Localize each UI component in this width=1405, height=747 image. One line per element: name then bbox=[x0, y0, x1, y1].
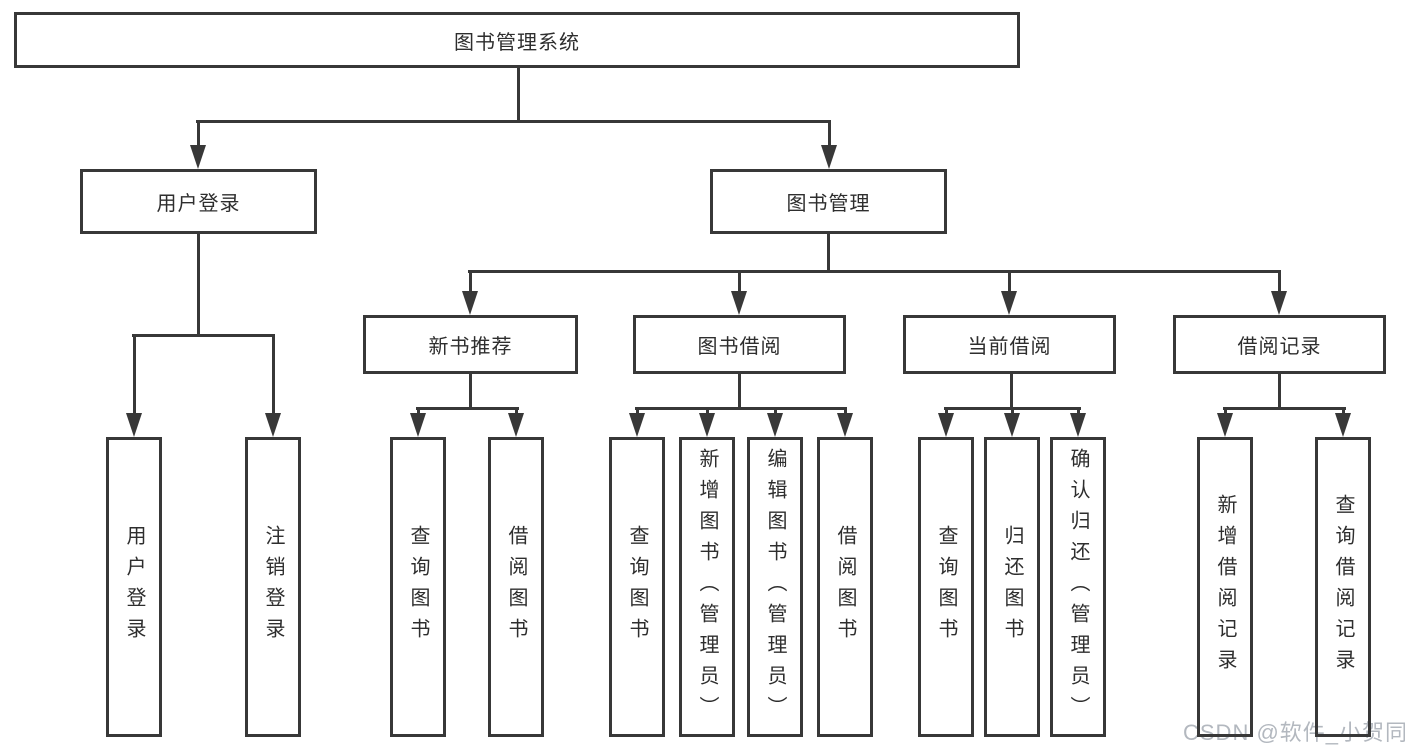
arrow-down-icon bbox=[821, 145, 837, 169]
node-label: 用户登录 bbox=[156, 193, 241, 215]
connector-book-borrowing-hline bbox=[635, 407, 847, 410]
leaf-label: 归还图书 bbox=[1001, 525, 1023, 649]
node-label: 借阅记录 bbox=[1237, 336, 1322, 358]
leaf-add-borrow-record: 新增借阅记录 bbox=[1197, 437, 1253, 737]
connector-to-new-book bbox=[469, 270, 472, 293]
connector-to-leaf bbox=[1224, 407, 1227, 416]
leaf-query-books: 查询图书 bbox=[390, 437, 446, 737]
connector-to-leaf bbox=[1011, 407, 1014, 416]
arrow-down-icon bbox=[462, 291, 478, 315]
connector-to-leaf bbox=[133, 334, 136, 416]
connector-borrowing-records-stem bbox=[1278, 372, 1281, 409]
node-book-management: 图书管理 bbox=[710, 169, 947, 234]
leaf-label: 用户登录 bbox=[123, 525, 145, 649]
node-label: 当前借阅 bbox=[967, 336, 1052, 358]
leaf-add-books-admin: 新增图书（管理员） bbox=[679, 437, 735, 737]
leaf-label: 借阅图书 bbox=[834, 525, 856, 649]
connector-new-book-hline bbox=[416, 407, 519, 410]
connector-to-book-borrowing bbox=[738, 270, 741, 293]
connector-to-borrowing-records bbox=[1278, 270, 1281, 293]
node-book-borrowing: 图书借阅 bbox=[633, 315, 846, 374]
connector-to-leaf bbox=[945, 407, 948, 416]
arrow-down-icon bbox=[1217, 413, 1233, 437]
arrow-down-icon bbox=[699, 413, 715, 437]
leaf-logout: 注销登录 bbox=[245, 437, 301, 737]
connector-book-borrowing-stem bbox=[738, 372, 741, 409]
arrow-down-icon bbox=[731, 291, 747, 315]
arrow-down-icon bbox=[1271, 291, 1287, 315]
leaf-label: 注销登录 bbox=[262, 525, 284, 649]
csdn-watermark: CSDN @软件_小贺同学 bbox=[1183, 720, 1405, 745]
arrow-down-icon bbox=[938, 413, 954, 437]
arrow-down-icon bbox=[837, 413, 853, 437]
leaf-label: 新增借阅记录 bbox=[1214, 494, 1236, 680]
arrow-down-icon bbox=[1070, 413, 1086, 437]
connector-user-login-hline bbox=[132, 334, 275, 337]
connector-to-current-borrowing bbox=[1008, 270, 1011, 293]
connector-to-book-management bbox=[828, 120, 831, 148]
leaf-label: 编辑图书（管理员） bbox=[764, 447, 786, 727]
connector-to-leaf bbox=[515, 407, 518, 416]
connector-level2-hline bbox=[468, 270, 1281, 273]
leaf-borrow-books: 借阅图书 bbox=[817, 437, 873, 737]
connector-to-leaf bbox=[1077, 407, 1080, 416]
node-label: 图书管理 bbox=[786, 193, 871, 215]
arrow-down-icon bbox=[410, 413, 426, 437]
connector-to-leaf bbox=[272, 334, 275, 416]
leaf-label: 查询图书 bbox=[626, 525, 648, 649]
leaf-query-books: 查询图书 bbox=[918, 437, 974, 737]
connector-level1-hline bbox=[196, 120, 831, 123]
leaf-label: 查询图书 bbox=[407, 525, 429, 649]
leaf-return-books: 归还图书 bbox=[984, 437, 1040, 737]
leaf-label: 新增图书（管理员） bbox=[696, 447, 718, 727]
connector-to-leaf bbox=[636, 407, 639, 416]
arrow-down-icon bbox=[629, 413, 645, 437]
connector-to-leaf bbox=[417, 407, 420, 416]
leaf-confirm-return-admin: 确认归还（管理员） bbox=[1050, 437, 1106, 737]
node-label: 图书管理系统 bbox=[454, 31, 580, 54]
arrow-down-icon bbox=[126, 413, 142, 437]
connector-to-leaf bbox=[706, 407, 709, 416]
connector-borrowing-records-hline bbox=[1223, 407, 1346, 410]
connector-root-stem bbox=[517, 66, 520, 122]
leaf-query-borrow-record: 查询借阅记录 bbox=[1315, 437, 1371, 737]
arrow-down-icon bbox=[1335, 413, 1351, 437]
node-borrowing-records: 借阅记录 bbox=[1173, 315, 1386, 374]
node-user-login: 用户登录 bbox=[80, 169, 317, 234]
connector-user-login-stem bbox=[197, 232, 200, 336]
node-new-book-recommendation: 新书推荐 bbox=[363, 315, 578, 374]
leaf-edit-books-admin: 编辑图书（管理员） bbox=[747, 437, 803, 737]
arrow-down-icon bbox=[1001, 291, 1017, 315]
leaf-label: 借阅图书 bbox=[505, 525, 527, 649]
leaf-user-login: 用户登录 bbox=[106, 437, 162, 737]
node-label: 图书借阅 bbox=[697, 336, 782, 358]
leaf-label: 查询借阅记录 bbox=[1332, 494, 1354, 680]
leaf-query-books: 查询图书 bbox=[609, 437, 665, 737]
arrow-down-icon bbox=[1004, 413, 1020, 437]
leaf-label: 确认归还（管理员） bbox=[1067, 447, 1089, 727]
connector-to-leaf bbox=[844, 407, 847, 416]
connector-book-management-stem bbox=[827, 232, 830, 273]
arrow-down-icon bbox=[508, 413, 524, 437]
connector-new-book-stem bbox=[469, 372, 472, 409]
node-current-borrowing: 当前借阅 bbox=[903, 315, 1116, 374]
connector-to-leaf bbox=[774, 407, 777, 416]
arrow-down-icon bbox=[767, 413, 783, 437]
arrow-down-icon bbox=[265, 413, 281, 437]
node-label: 新书推荐 bbox=[428, 336, 513, 358]
connector-current-borrowing-stem bbox=[1010, 372, 1013, 409]
leaf-label: 查询图书 bbox=[935, 525, 957, 649]
connector-to-leaf bbox=[1342, 407, 1345, 416]
node-library-management-system: 图书管理系统 bbox=[14, 12, 1020, 68]
connector-to-user-login bbox=[197, 120, 200, 148]
arrow-down-icon bbox=[190, 145, 206, 169]
leaf-borrow-books: 借阅图书 bbox=[488, 437, 544, 737]
